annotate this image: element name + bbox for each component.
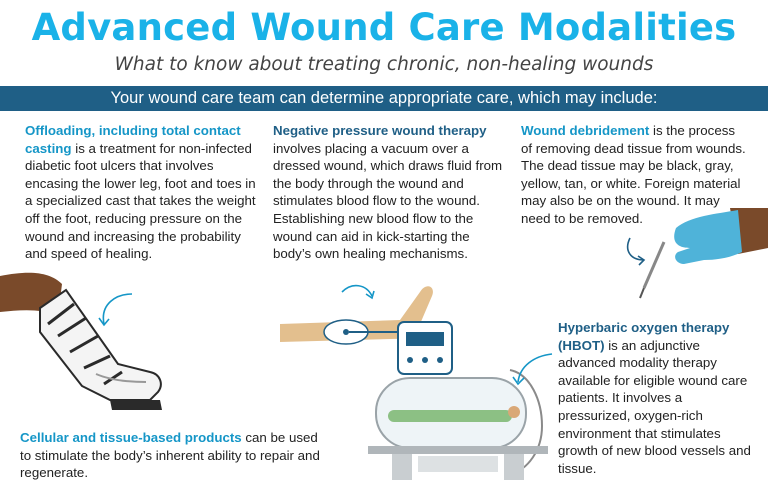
cellular-heading: Cellular and tissue-based products: [20, 430, 242, 445]
debridement-paragraph: Wound debridement is the process of remo…: [521, 122, 746, 228]
cellular-body: can be used to stimulate the body’s inhe…: [20, 430, 320, 481]
debridement-body: is the process of removing dead tissue f…: [521, 123, 746, 226]
hyperbaric-chamber-icon: [368, 369, 548, 480]
curved-arrow-icon: [512, 353, 553, 386]
negative-pressure-body: involves placing a vacuum over a dressed…: [273, 140, 503, 262]
gloved-hand-scalpel-icon: [626, 208, 768, 299]
intro-banner: Your wound care team can determine appro…: [0, 86, 768, 111]
hyperbaric-paragraph: Hyperbaric oxygen therapy (HBOT) is an a…: [558, 319, 753, 477]
offloading-paragraph: Offloading, including total contact cast…: [25, 122, 265, 263]
leg-cast-icon: [0, 272, 162, 410]
hyperbaric-body: is an adjunctive advanced modality thera…: [558, 337, 751, 476]
hyperbaric-heading: Hyperbaric oxygen therapy (HBOT): [558, 320, 730, 353]
page-subtitle: What to know about treating chronic, non…: [114, 54, 654, 75]
negative-pressure-paragraph: Negative pressure wound therapy involves…: [273, 122, 505, 263]
negative-pressure-heading: Negative pressure wound therapy: [273, 123, 487, 138]
cellular-paragraph: Cellular and tissue-based products can b…: [20, 429, 320, 482]
page-title: Advanced Wound Care Modalities: [31, 6, 737, 49]
offloading-heading: Offloading, including total contact cast…: [25, 123, 241, 156]
npwt-vacuum-icon: [280, 284, 453, 375]
curved-arrow-icon: [98, 293, 133, 327]
offloading-body: is a treatment for non-infected diabetic…: [25, 140, 256, 262]
debridement-heading: Wound debridement: [521, 123, 650, 138]
